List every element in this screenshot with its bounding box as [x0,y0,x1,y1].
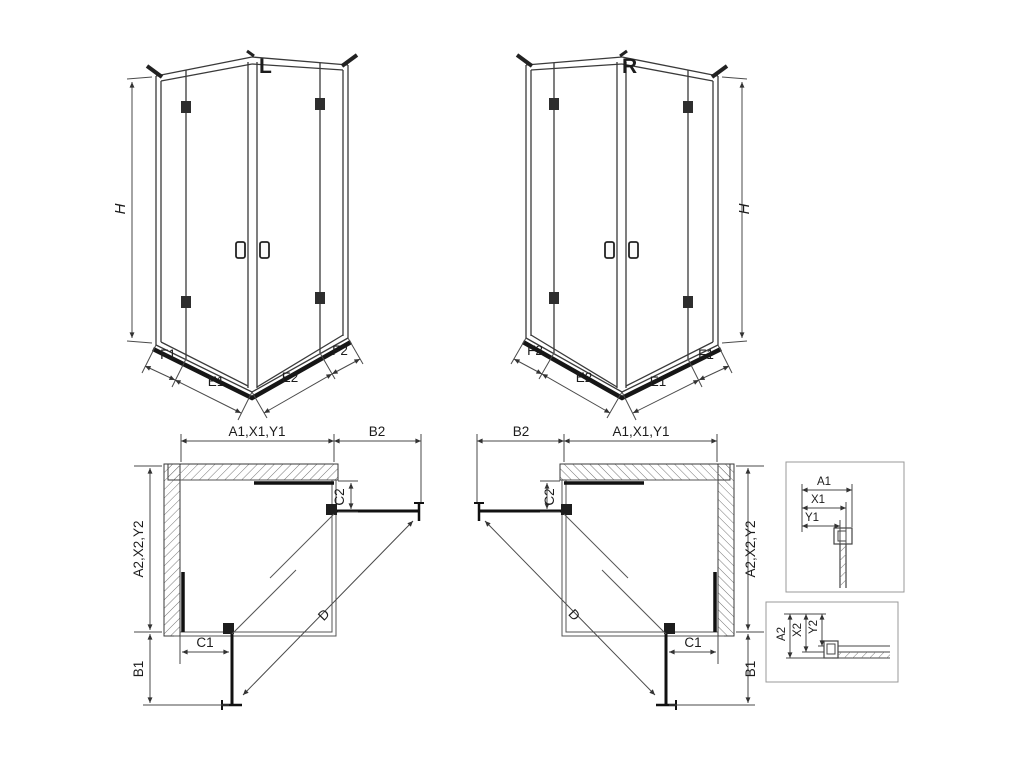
plan-left-dim-a1x1y1: A1,X1,Y1 [228,424,285,439]
plan-left-dim-c1: C1 [196,635,213,650]
plan-right-dim-b2: B2 [513,424,530,439]
detail-depth-profile: A2 X2 Y2 [765,601,899,683]
plan-left-dim-b1: B1 [131,661,146,678]
plan-right-dim-a1x1y1: A1,X1,Y1 [612,424,669,439]
plan-right-dim-c2: C2 [542,488,557,505]
iso-left-dim-f2: F2 [332,343,348,358]
iso-left-dim-e1: E1 [208,374,225,389]
detail-dim-a1: A1 [817,476,831,488]
detail-width-profile: A1 X1 Y1 [785,461,905,593]
plan-right-dim-a2x2y2: A2,X2,Y2 [743,520,758,577]
iso-right-dim-f2: F2 [527,343,543,358]
plan-left-dim-d: D [315,606,333,624]
iso-right-dim-e2: E2 [576,370,593,385]
iso-right-height-label: H [736,203,753,214]
iso-left-dim-f1: F1 [160,347,176,362]
plan-left-dim-c2: C2 [332,488,347,505]
plan-left-dim-b2: B2 [369,424,386,439]
iso-left-title: L [259,55,272,78]
iso-right-title: R [622,55,637,78]
plan-view-right [474,434,764,710]
detail-dim-y1: Y1 [805,512,819,524]
plan-right-dim-b1: B1 [743,661,758,678]
plan-right-dim-d: D [565,606,583,624]
iso-left-dim-e2: E2 [282,370,299,385]
iso-view-left [127,51,363,420]
detail-dim-x1: X1 [811,494,825,506]
iso-view-right [511,51,747,420]
iso-right-dim-f1: F1 [698,347,714,362]
plan-left-dim-a2x2y2: A2,X2,Y2 [131,520,146,577]
detail-dim-a2: A2 [776,627,788,641]
iso-right-dim-e1: E1 [650,374,667,389]
plan-right-dim-c1: C1 [684,635,701,650]
iso-left-height-label: H [112,203,129,214]
detail-dim-y2: Y2 [808,620,820,634]
plan-view-left [134,434,424,710]
detail-dim-x2: X2 [792,623,804,637]
